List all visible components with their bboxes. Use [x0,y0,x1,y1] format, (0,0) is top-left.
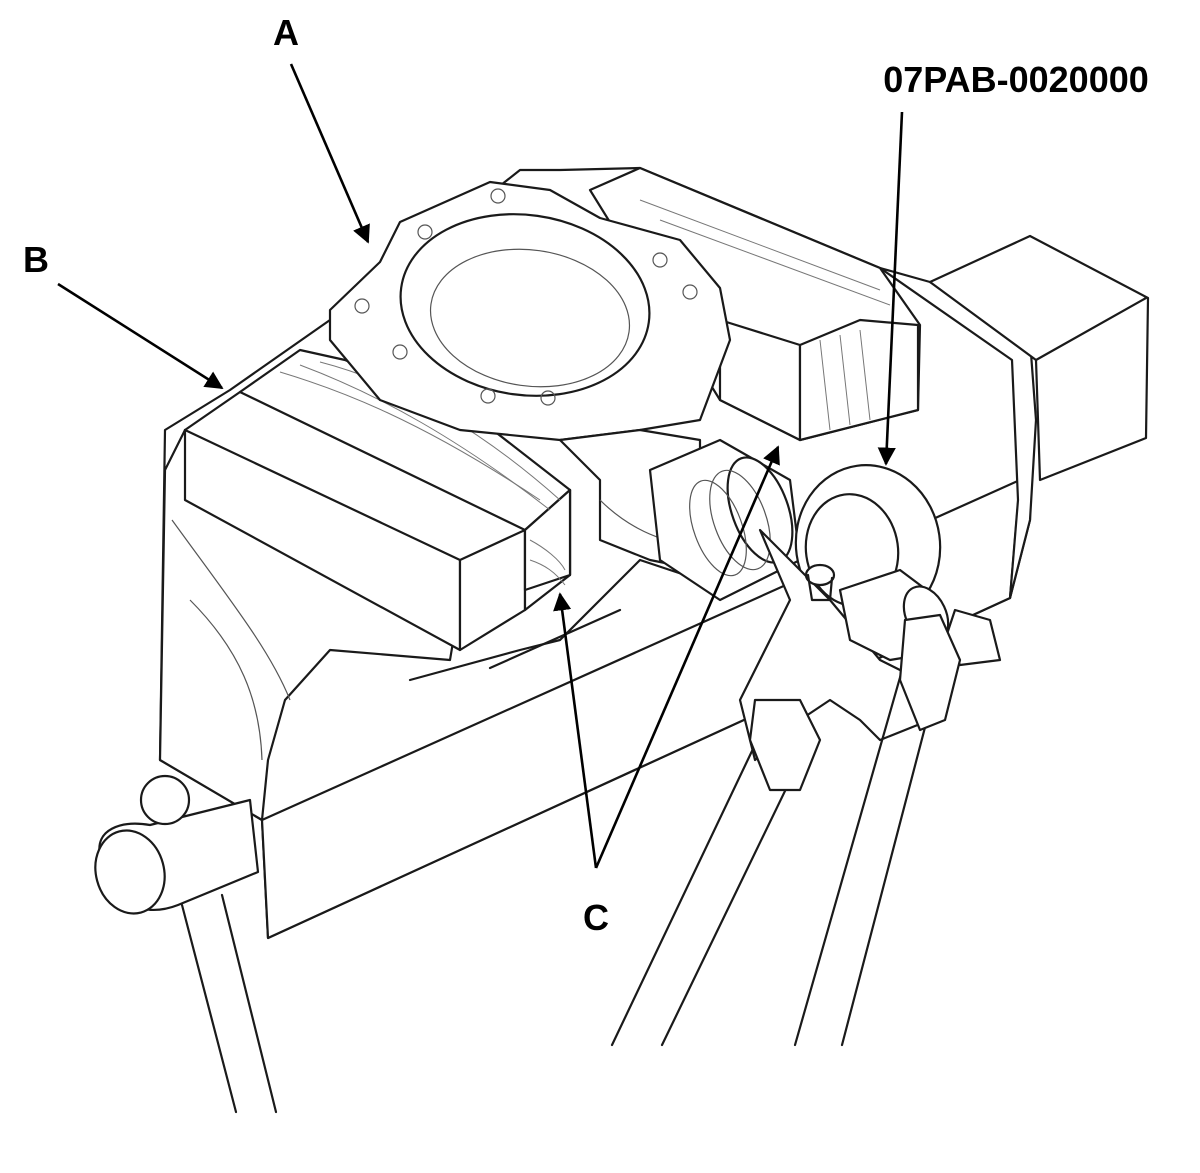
callout-b: B [23,239,224,390]
vise-screw-boss [94,774,260,915]
callout-c-leader-right [594,445,780,869]
tool-levers [610,613,962,1047]
callout-c-leader-left [553,592,598,869]
callout-label-c: C [583,897,609,938]
callout-a: A [273,12,370,244]
callout-tool-leader [877,111,904,466]
wood-block-left [238,348,572,592]
callout-a-leader [289,63,370,244]
vise-handle [180,893,278,1114]
callout-label-a: A [273,12,299,53]
callout-b-leader [57,282,224,390]
callout-c: C [553,445,780,938]
callout-label-tool: 07PAB-0020000 [883,59,1149,100]
callout-label-b: B [23,239,49,280]
callout-tool: 07PAB-0020000 [877,59,1149,466]
